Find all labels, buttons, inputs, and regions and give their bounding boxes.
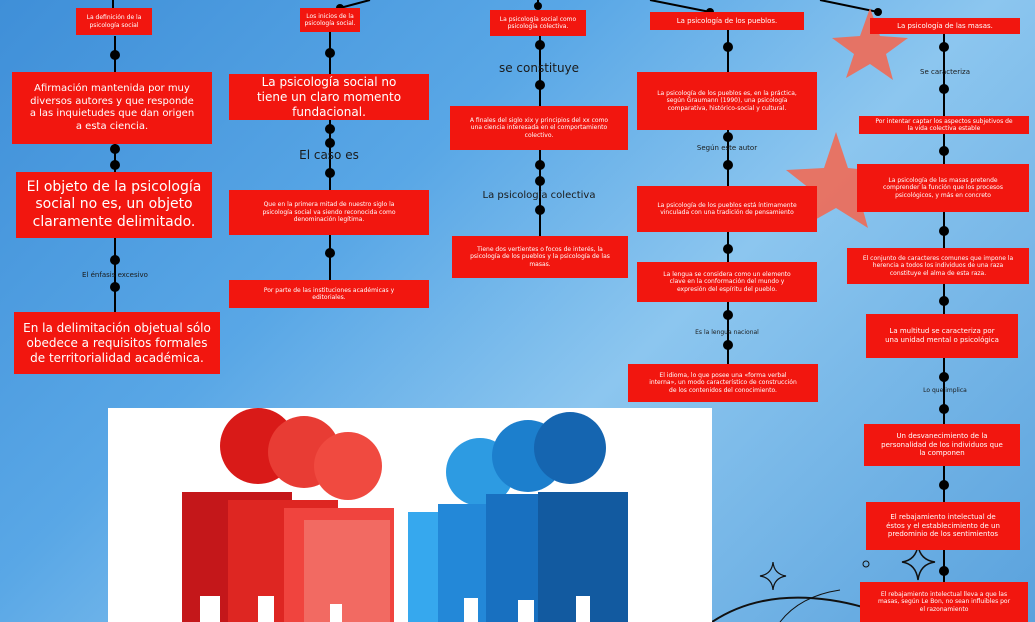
col5-box-a: Por intentar captar los aspectos subjeti… <box>859 116 1029 134</box>
col1-box-a: Afirmación mantenida por muy diversos au… <box>12 72 212 144</box>
col5-box-g: El rebajamiento intelectual lleva a que … <box>860 582 1028 622</box>
col4-header: La psicología de los pueblos. <box>650 12 804 30</box>
col4-label-2: Es la lengua nacional <box>695 329 759 336</box>
people-illustration <box>108 408 712 622</box>
col2-box-c: Por parte de las instituciones académica… <box>229 280 429 308</box>
star-decoration <box>832 8 908 80</box>
col2-box-a: La psicología social no tiene un claro m… <box>229 74 429 120</box>
col5-box-b: La psicología de las masas pretende comp… <box>857 164 1029 212</box>
col5-box-c: El conjunto de caracteres comunes que im… <box>847 248 1029 284</box>
col5-box-f: El rebajamiento intelectual de éstos y e… <box>866 502 1020 550</box>
sparkle-star <box>759 561 787 591</box>
col3-label-1: se constituye <box>498 61 580 75</box>
col2-header: Los inicios de la psicología social. <box>300 8 360 32</box>
col4-box-b: La psicología de los pueblos está íntima… <box>637 186 817 232</box>
blue-people-group <box>408 412 628 622</box>
col2-box-b: Que en la primera mitad de nuestro siglo… <box>229 190 429 235</box>
top-connector-lines <box>112 0 879 13</box>
col3-box-b: Tiene dos vertientes o focos de interés,… <box>452 236 628 278</box>
red-people-group <box>182 408 394 622</box>
col3-label-2: La psicología colectiva <box>482 190 596 201</box>
sparkle-star <box>901 544 936 581</box>
col4-label-1: Según este autor <box>696 144 758 152</box>
col5-label-2: Lo que implica <box>923 387 967 394</box>
col3-header: La psicología social como psicología col… <box>490 10 586 36</box>
col2-label: El caso es <box>299 148 359 162</box>
col4-box-c: La lengua se considera como un elemento … <box>637 262 817 302</box>
col5-box-d: La multitud se caracteriza por una unida… <box>866 314 1018 358</box>
col1-label: El énfasis excesivo <box>82 271 148 279</box>
col4-box-d: El idioma, lo que posee una «forma verba… <box>628 364 818 402</box>
col4-box-a: La psicología de los pueblos es, en la p… <box>637 72 817 130</box>
col5-label-1: Se caracteriza <box>920 68 970 76</box>
col1-box-b: El objeto de la psicología social no es,… <box>16 172 212 238</box>
swirl-line <box>779 589 841 622</box>
col5-box-e: Un desvanecimiento de la personalidad de… <box>864 424 1020 466</box>
col1-header: La definición de la psicología social <box>76 8 152 35</box>
col3-box-a: A finales del siglo xix y principios del… <box>450 106 628 150</box>
col5-header: La psicología de las masas. <box>870 18 1020 34</box>
col1-box-c: En la delimitación objetual sólo obedece… <box>14 312 220 374</box>
